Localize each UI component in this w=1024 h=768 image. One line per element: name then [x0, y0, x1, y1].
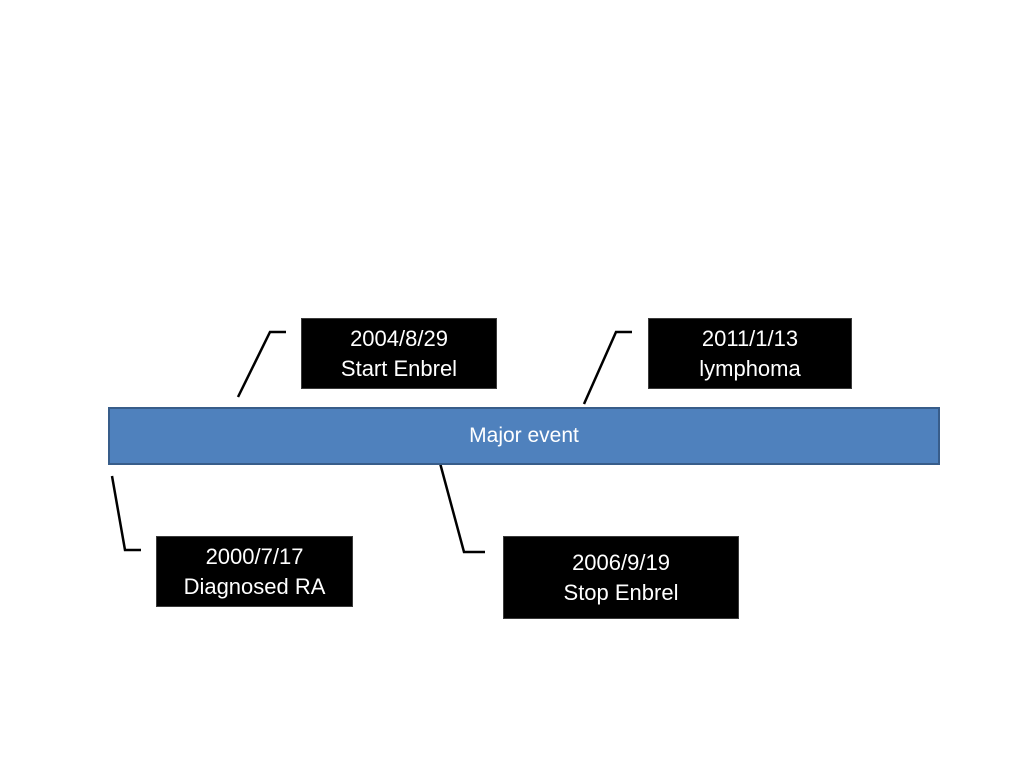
timeline-bar: Major event — [108, 407, 940, 465]
connector-stop-enbrel — [438, 462, 485, 554]
timeline-label: Major event — [469, 424, 579, 447]
event-date: 2006/9/19 — [572, 549, 670, 575]
event-text: Diagnosed RA — [183, 573, 326, 599]
connector-lymphoma — [582, 330, 632, 405]
event-callout-start-enbrel: 2004/8/29 Start Enbrel — [301, 318, 497, 389]
event-date: 2004/8/29 — [350, 325, 448, 351]
event-callout-diagnosed-ra: 2000/7/17 Diagnosed RA — [156, 536, 353, 607]
event-callout-lymphoma: 2011/1/13 lymphoma — [648, 318, 852, 389]
event-date: 2011/1/13 — [701, 325, 799, 351]
connector-start-enbrel — [236, 330, 286, 398]
event-date: 2000/7/17 — [205, 543, 304, 569]
event-callout-stop-enbrel: 2006/9/19 Stop Enbrel — [503, 536, 739, 619]
connector-diagnosed-ra — [110, 475, 141, 552]
event-text: Stop Enbrel — [563, 579, 679, 605]
event-text: Start Enbrel — [340, 355, 458, 381]
event-text: lymphoma — [699, 355, 801, 381]
